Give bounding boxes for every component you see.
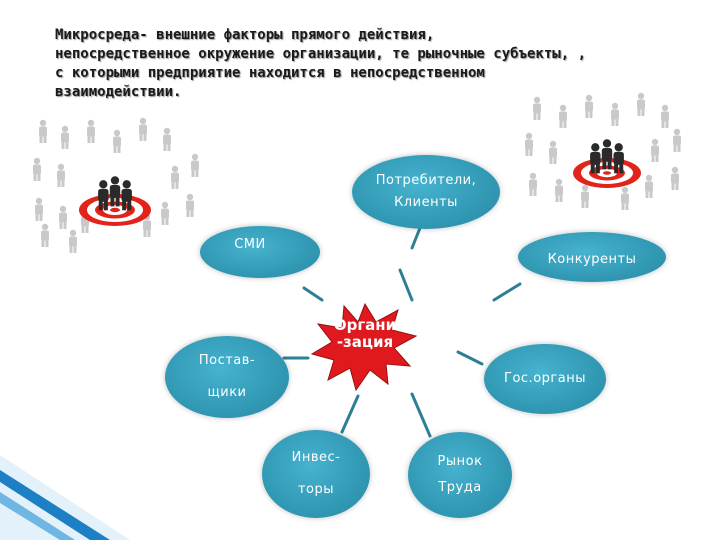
organization-label: Органи -зация (318, 317, 412, 351)
organization-label-line-1: Органи (333, 316, 397, 334)
node-government: Гос.органы (484, 344, 606, 414)
page-title-line-3: с которыми предприятие находится в непос… (55, 65, 485, 81)
node-media: СМИ (200, 226, 320, 278)
node-government-label: Гос.органы (504, 371, 586, 386)
node-consumers-line-1: Потребители, (375, 173, 477, 188)
page-title-line-4: взаимодействии. (55, 84, 182, 100)
node-consumers: Потребители, Клиенты (352, 155, 500, 229)
node-competitors: Конкуренты (518, 232, 666, 282)
node-investors-line-2: торы (297, 482, 335, 497)
connector-competitors (492, 282, 522, 302)
node-suppliers: Постав- щики (165, 336, 289, 418)
organization-label-line-2: -зация (336, 333, 394, 351)
node-labor-market-line-2: Труда (438, 480, 482, 495)
connector-top (398, 268, 414, 302)
accent-stripes (0, 455, 130, 540)
organization-star (310, 302, 418, 392)
page-title: Микросреда- внешние факторы прямого дейс… (55, 26, 695, 102)
node-investors: Инвес- торы (262, 430, 370, 518)
node-labor-market: Рынок Труда (408, 432, 512, 518)
target-crowd-illustration-left (33, 117, 199, 253)
page-title-line-2: непосредственное окружение организации, … (55, 46, 587, 62)
node-consumers-line-2: Клиенты (394, 195, 458, 210)
node-investors-line-1: Инвес- (291, 450, 341, 465)
node-media-label: СМИ (234, 237, 266, 252)
node-suppliers-line-1: Постав- (198, 353, 256, 368)
connector-investors (340, 394, 360, 434)
node-suppliers-line-2: щики (207, 385, 247, 400)
connector-media (302, 286, 324, 302)
node-labor-market-line-1: Рынок (437, 454, 483, 469)
connector-labor-market (410, 392, 432, 438)
node-competitors-label: Конкуренты (547, 252, 637, 267)
target-crowd-illustration-right (525, 92, 681, 210)
connector-government (456, 350, 484, 366)
page-title-line-1: Микросреда- внешние факторы прямого дейс… (55, 27, 435, 43)
